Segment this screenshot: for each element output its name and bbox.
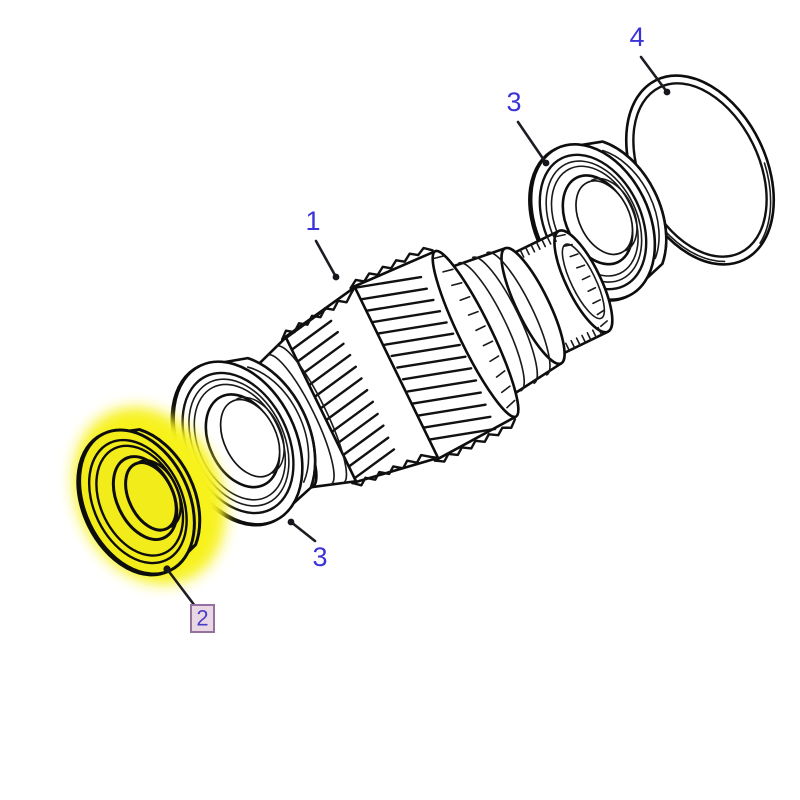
callout-3-lower[interactable]: 3 xyxy=(287,518,328,573)
callout-2-leader xyxy=(165,567,197,608)
pinion-gear-teeth xyxy=(283,308,396,481)
bearing-lower-back-rim-2 xyxy=(246,366,310,483)
callout-2-boxed[interactable]: 2 xyxy=(163,565,215,633)
hub-step-1 xyxy=(266,353,335,486)
spline-crest-ring xyxy=(556,233,608,328)
bearing-upper-bore xyxy=(575,180,634,256)
journal-step-line-a xyxy=(486,251,551,376)
bearing-lower-back-rim xyxy=(246,356,317,489)
pinion-gear-small xyxy=(280,285,440,487)
helical-gear-teeth xyxy=(351,275,497,442)
helical-gear-crest-bottom xyxy=(433,418,517,463)
bearing-upper-bore-depth xyxy=(590,177,638,252)
helical-gear-crest-top xyxy=(349,246,434,290)
callout-3-lower-leader-dot xyxy=(287,518,295,526)
callout-1-leader xyxy=(314,239,338,279)
pinion-crest-top xyxy=(281,285,356,341)
circlip-shade-line-2 xyxy=(759,162,772,244)
bearing-upper-back-rim xyxy=(601,140,668,266)
callout-3-lower-label: 3 xyxy=(312,542,327,572)
callout-1-label: 1 xyxy=(305,206,320,236)
part-oil-seal-highlighted xyxy=(73,407,226,585)
oil-seal-geometry xyxy=(76,428,202,577)
callout-2-label: 2 xyxy=(196,605,208,630)
part-taper-bearing-lower xyxy=(170,356,317,527)
journal-shoulder-face xyxy=(500,246,566,366)
callout-2-leader-dot xyxy=(163,565,171,573)
spline-end-face xyxy=(553,229,614,334)
hub-step-2 xyxy=(276,345,348,484)
helical-gear-main xyxy=(349,246,520,463)
callout-3-lower-leader xyxy=(289,520,317,543)
callout-3-upper-leader-dot xyxy=(542,159,550,167)
pinion-crest-bottom xyxy=(351,453,440,487)
callout-1-leader-dot xyxy=(332,273,340,281)
journal-step-line-b xyxy=(471,256,539,385)
bearing-upper-back-rim-2 xyxy=(601,149,660,260)
oil-seal-back-rim xyxy=(138,428,201,546)
callout-2-box[interactable] xyxy=(190,604,215,633)
bearing-lower-bore-depth xyxy=(235,396,285,474)
oil-seal-bore xyxy=(124,461,178,532)
callout-4-leader xyxy=(639,55,669,94)
gear-spline-section xyxy=(505,229,614,359)
helical-gear-right-teeth xyxy=(433,255,516,409)
oil-seal-bore-depth xyxy=(138,459,182,528)
journal-step-line-c xyxy=(457,261,525,392)
callout-3-upper[interactable]: 3 xyxy=(506,87,550,167)
bearing-lower-bore xyxy=(219,398,281,478)
callout-4-leader-dot xyxy=(663,88,671,96)
callout-3-upper-label: 3 xyxy=(506,87,521,117)
part-helical-gear-cluster xyxy=(248,229,614,489)
callout-4[interactable]: 4 xyxy=(629,22,671,96)
helical-gear-right-face xyxy=(431,249,520,419)
oil-seal-groove-1 xyxy=(87,438,188,565)
callout-3-upper-leader xyxy=(516,120,548,165)
callout-4-label: 4 xyxy=(629,22,644,52)
callout-1[interactable]: 1 xyxy=(305,206,340,281)
